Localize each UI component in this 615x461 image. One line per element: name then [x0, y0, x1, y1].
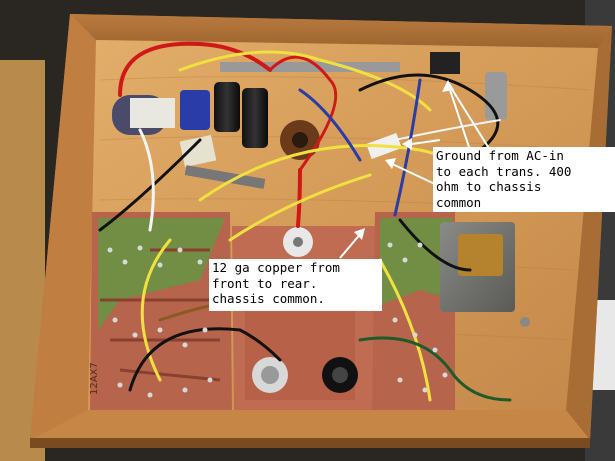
- box-left-wall: [30, 14, 96, 440]
- wire-black-1: [98, 138, 202, 232]
- tube-socket-center: [293, 237, 303, 247]
- box-front-wall: [30, 410, 590, 440]
- annotation-ground-line: ohm to chassis: [436, 179, 542, 194]
- left-pcb-green: [98, 218, 225, 330]
- blue-cap: [180, 90, 210, 130]
- annotation-copper-line: chassis common.: [212, 291, 325, 306]
- annotation-ground-line: to each trans. 400: [436, 163, 572, 179]
- terminal-strip: [184, 165, 266, 189]
- resistor-block: [179, 134, 217, 168]
- solder-dots: [107, 242, 448, 398]
- box-right-wall: [566, 26, 612, 440]
- sticker-label: [130, 98, 175, 128]
- wire-white-2: [394, 119, 501, 141]
- top-terminal-strip: [220, 62, 400, 72]
- pot-right-center: [332, 367, 348, 383]
- wire-blue-2: [393, 78, 422, 217]
- transformer-winding: [458, 234, 503, 276]
- wire-yellow-3: [228, 173, 372, 242]
- annotation-ground-line: common: [436, 194, 482, 210]
- front-edge-shadow: [30, 438, 590, 448]
- wire-yellow-4: [378, 258, 432, 402]
- fuse-holder: [430, 52, 460, 74]
- transformer-screw: [520, 317, 530, 327]
- arrow-ohm: [387, 161, 438, 186]
- wire-black-2: [128, 327, 282, 392]
- arrow-ground-2: [449, 85, 491, 151]
- annotation-copper-line: front to rear.: [212, 275, 318, 291]
- black-cap-2: [242, 88, 268, 148]
- wire-yellow-1: [178, 50, 432, 112]
- wire-blue-1: [298, 88, 362, 162]
- wire-red-3: [296, 168, 302, 228]
- annotation-copper-line: 12 ga copper from: [212, 260, 340, 275]
- right-pcb-green: [380, 218, 452, 305]
- annotation-ground-line: Ground from AC-in: [436, 148, 564, 163]
- wire-black-4: [398, 218, 472, 272]
- arrow-ground-1: [447, 83, 471, 151]
- black-cap-1: [214, 82, 240, 132]
- wire-red-2: [268, 55, 338, 172]
- right-box: [592, 300, 615, 390]
- board-label: 12AX7: [89, 362, 100, 395]
- wire-green-1: [358, 336, 512, 402]
- wire-red-1: [118, 41, 272, 97]
- arrow-heads: [354, 80, 454, 240]
- choke-center: [292, 132, 308, 148]
- wire-white-1: [138, 128, 155, 232]
- wire-black-3: [358, 73, 500, 152]
- box-top-wall: [70, 14, 612, 48]
- wire-yellow-5: [140, 238, 172, 382]
- pot-left-center: [261, 366, 279, 384]
